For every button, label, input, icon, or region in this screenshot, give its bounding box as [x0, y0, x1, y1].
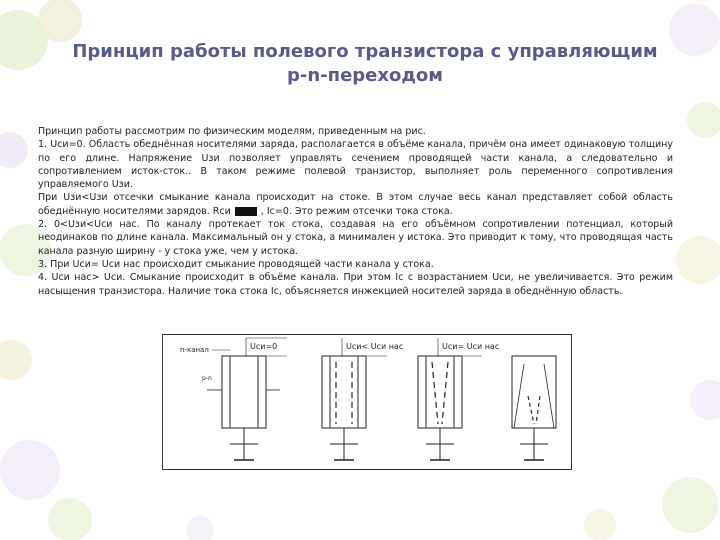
label-case-c: Uси= Uси нас [442, 342, 499, 351]
deco-circle [0, 440, 60, 500]
slide-title: Принцип работы полевого транзистора с уп… [40, 40, 690, 88]
deco-circle [687, 102, 720, 138]
body-text: Принцип работы рассмотрим по физическим … [38, 125, 673, 298]
deco-circle [186, 516, 214, 540]
paragraph-case-3: 3. При Uси= Uси нас происходит смыкание … [38, 258, 434, 270]
paragraph-intro: Принцип работы рассмотрим по физическим … [38, 126, 426, 137]
figure-frame [162, 334, 572, 470]
deco-circle [662, 477, 718, 533]
deco-circle [676, 236, 720, 284]
paragraph-case-1: 1. Uси=0. Область обеднённая носителями … [38, 139, 673, 191]
title-line-2: p-n-переходом [287, 65, 443, 86]
deco-circle [690, 380, 720, 420]
paragraph-case-2: 2. 0<Uзи<Uси нас. По каналу протекает то… [38, 219, 673, 257]
cutoff-text-2: , Ic=0. Это режим отсечки тока стока. [260, 205, 453, 217]
paragraph-case-4: 4. Uси нас> Uси. Смыкание происходит в о… [38, 272, 673, 297]
model-case-4 [511, 355, 557, 461]
deco-circle [48, 498, 92, 540]
label-case-b: Uси< Uси нас [346, 342, 403, 351]
label-case-a: Uси=0 [250, 342, 277, 351]
deco-circle [669, 4, 720, 56]
model-case-2 [321, 338, 387, 461]
title-line-1: Принцип работы полевого транзистора с уп… [72, 41, 658, 62]
transistor-model-figure: n-канал Uси=0 Uси< Uси нас Uси= Uси нас … [162, 334, 572, 470]
cutoff-text-1: При Uзи<Uзи отсечки смыкание канала прои… [38, 192, 673, 217]
deco-circle [0, 10, 48, 70]
model-case-1 [207, 337, 287, 461]
deco-circle [0, 340, 32, 380]
deco-circle [0, 132, 28, 168]
label-pn: p-n [202, 375, 212, 382]
model-case-3 [417, 338, 482, 461]
deco-circle [38, 0, 82, 42]
infinity-symbol-box [234, 206, 257, 216]
deco-circle [0, 224, 51, 276]
deco-circle [584, 509, 616, 540]
paragraph-cutoff: При Uзи<Uзи отсечки смыкание канала прои… [38, 191, 673, 218]
label-n-channel: n-канал [180, 346, 209, 354]
